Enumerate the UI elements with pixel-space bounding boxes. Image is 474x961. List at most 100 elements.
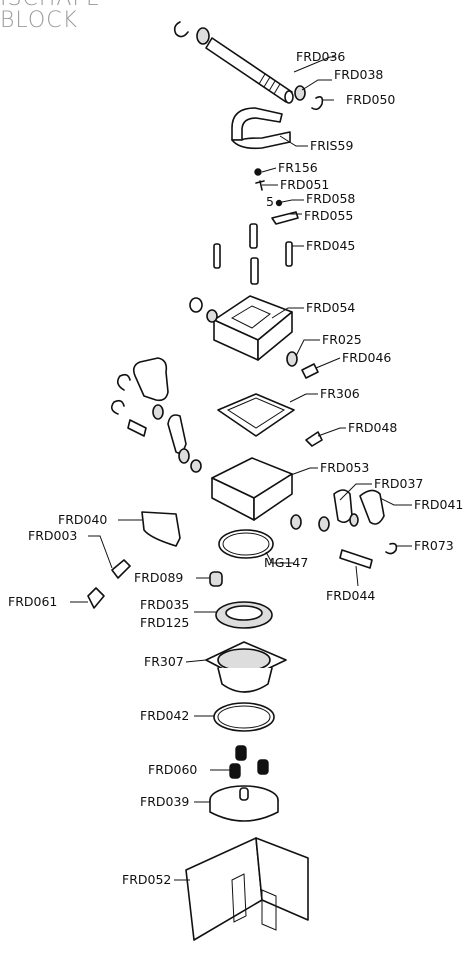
bolt-046 [301,363,319,379]
plate-040 [141,511,181,547]
arm-037 [333,489,353,524]
gasket-306-outer [217,393,295,437]
label-frd060: FRD060 [148,762,197,777]
label-frd054: FRD054 [306,300,355,315]
bolt-054 [189,297,203,313]
disc-039-pin [239,787,249,801]
label-frd051: FRD051 [280,177,329,192]
block-054-right [257,311,293,361]
u-pin-body [231,107,283,141]
qty-note: 5 [266,194,274,209]
label-frd038: FRD038 [334,67,383,82]
label-frd035: FRD035 [140,597,189,612]
label-fr306: FR306 [320,386,360,401]
label-fr073: FR073 [414,538,454,553]
pin-045-c [285,241,293,267]
clip-top-left [173,21,189,38]
pin-044 [339,549,373,569]
shaft-spline [258,73,281,95]
label-frd089: FRD089 [134,570,183,585]
header-title-line1: ISCHAFE [0,0,101,11]
disc-039-side [209,799,279,822]
block-054-slot [230,305,271,329]
frame-052-front [185,837,263,941]
bowl-307-body [217,667,273,693]
label-frd041: FRD041 [414,497,463,512]
screw-156 [254,168,262,176]
oring-147 [218,529,274,559]
washer-038 [294,85,306,101]
frame-052-slot-a [231,873,247,923]
washer-left-b [178,448,190,464]
leader-lines [70,56,412,881]
bowl-307-cup [217,648,271,672]
label-frd050: FRD050 [346,92,395,107]
ball-058 [275,199,283,207]
clip-left-lower [110,399,125,415]
label-frd125: FRD125 [140,615,189,630]
label-fr156: FR156 [278,160,318,175]
label-fris59: FRIS59 [310,138,353,153]
label-frd042: FRD042 [140,708,189,723]
u-pin-lower [231,131,291,150]
washer-054 [206,309,218,323]
label-frd052: FRD052 [122,872,171,887]
washer-top [196,27,210,45]
part-labels: FRD036 FRD038 FRD050 FRIS59 FR156 FRD051… [8,49,463,887]
label-frd039: FRD039 [140,794,189,809]
label-frd055: FRD055 [304,208,353,223]
part-003 [111,559,131,579]
label-frd044: FRD044 [326,588,375,603]
clip-073 [385,542,398,555]
label-frd046: FRD046 [342,350,391,365]
oring-147-inner [222,532,270,556]
part-drawings [87,21,398,941]
label-frd040: FRD040 [58,512,107,527]
label-frd061: FRD061 [8,594,57,609]
arm-041 [359,489,385,525]
arm-left-upper [132,357,169,402]
clip-left-upper [116,373,131,391]
label-frd045: FRD045 [306,238,355,253]
pin-left [127,419,147,437]
pin-060-b [229,763,241,779]
part-061 [87,587,105,609]
pin-045-a [213,243,221,269]
frame-052-side [255,837,309,921]
label-frd053: FRD053 [320,460,369,475]
clip-050 [311,96,324,111]
screw-051 [255,180,265,191]
label-frd037: FRD037 [374,476,423,491]
label-frd036: FRD036 [296,49,345,64]
label-frd058: FRD058 [306,191,355,206]
oring-042-inner [217,705,271,729]
block-053-right [253,473,293,521]
label-mg147: MG147 [264,555,308,570]
label-fr307: FR307 [144,654,184,669]
washer-left-c [190,459,202,473]
washer-right-b [318,516,330,532]
frame-052-slot-b [261,889,277,931]
washer-right-c [349,513,359,527]
link-left [167,414,187,454]
header-title-line2: BLOCK [0,8,78,33]
part-089 [209,571,223,587]
pin-045-d [250,257,259,285]
pin-060-c [257,759,269,775]
shaft-body [205,37,293,103]
washer-right-a [290,514,302,530]
lever-055 [271,211,299,225]
label-frd048: FRD048 [348,420,397,435]
washer-left-a [152,404,164,420]
ring-035-inner [225,605,263,621]
gasket-306-inner [226,397,286,429]
shaft-end [284,90,294,104]
fitting-048 [305,431,323,447]
washer-025 [286,351,298,367]
label-fr025: FR025 [322,332,362,347]
pin-045-b [249,223,258,249]
oring-042 [213,702,275,732]
label-frd003: FRD003 [28,528,77,543]
pin-060-a [235,745,247,761]
